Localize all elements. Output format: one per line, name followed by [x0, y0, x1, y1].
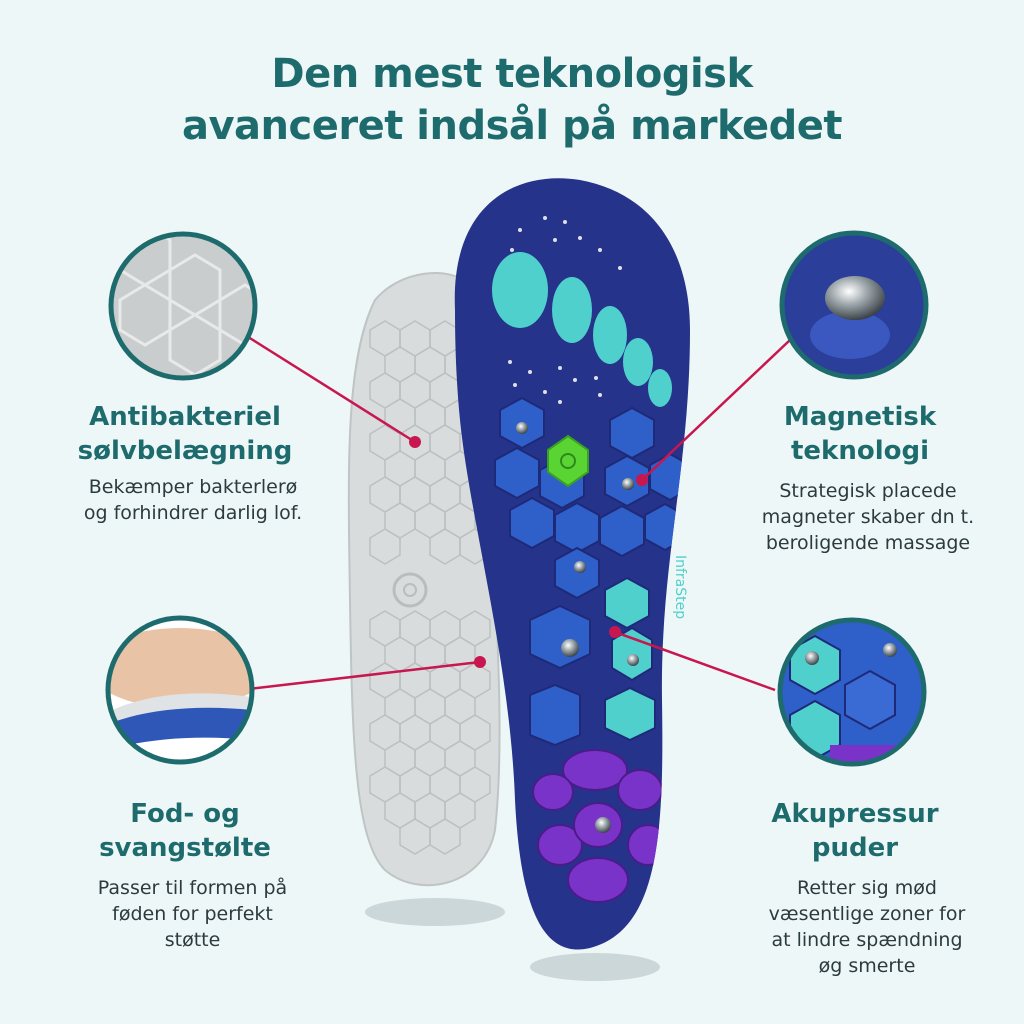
magnetic-desc-line-2: magneter skaber dn t. [761, 506, 975, 528]
detail-magnetic [779, 230, 929, 380]
detail-antibacterial [108, 231, 258, 381]
toe-pad-2 [552, 277, 592, 343]
antibacterial-desc-line-1: Bekæmper bakterlerø [88, 476, 298, 498]
antibacterial-title-line-1: Antibakteriel [89, 402, 281, 432]
arch-title-line-1: Fod- og [130, 799, 240, 829]
magnetic-title-line-2: teknologi [790, 436, 930, 466]
acupressure-title-line-1: Akupressur [771, 799, 939, 829]
toe-pad-5 [648, 369, 672, 407]
connector-lines [239, 333, 791, 692]
detail-arch [105, 615, 255, 765]
magnetic-desc-line-1: Strategisk placede [779, 480, 957, 502]
toe-pad-big [492, 252, 548, 328]
acupressure-title-line-2: puder [811, 833, 899, 863]
arch-desc-line-3: støtte [164, 929, 221, 951]
arch-title-line-2: svangstølte [99, 833, 271, 863]
magnet-3-icon [574, 561, 586, 573]
green-badge-icon [547, 434, 589, 488]
toe-pad-4 [623, 338, 653, 386]
acupressure-desc-line-4: øg smerte [818, 955, 916, 977]
toe-pad-3 [593, 306, 627, 364]
connector-dot-acupressure [609, 626, 621, 638]
acupressure-desc-line-3: at lindre spændning [771, 929, 963, 951]
antibacterial-title: Antibakteriel sølvbelægning [60, 400, 310, 468]
acupressure-desc-line-2: væsentlige zoner for [768, 903, 966, 925]
bottom-sole-shadow [365, 898, 505, 926]
headline-line-2: avanceret indsål på markedet [181, 103, 843, 149]
arch-title: Fod- og svangstølte [70, 797, 300, 865]
acupressure-description: Retter sig mød væsentlige zoner for at l… [722, 875, 1012, 979]
magnetic-description: Strategisk placede magneter skaber dn t.… [728, 478, 1008, 556]
magnetic-desc-line-3: beroligende massage [765, 532, 971, 554]
headline: Den mest teknologisk avanceret indsål på… [0, 48, 1024, 152]
detail-acupressure [777, 617, 927, 767]
connector-dot-arch [474, 656, 486, 668]
magnet-2-icon [622, 478, 634, 490]
acupressure-title: Akupressur puder [735, 797, 975, 865]
antibacterial-title-line-2: sølvbelægning [77, 436, 293, 466]
magnetic-title-line-1: Magnetisk [783, 402, 937, 432]
magnet-6-icon [595, 817, 611, 833]
insole-brand-label: InfraStep [672, 555, 688, 619]
sole-logo-emblem-icon [392, 572, 428, 608]
magnet-5-icon [627, 654, 639, 666]
arch-description: Passer til formen på føden for perfekt s… [50, 875, 335, 953]
arch-desc-line-1: Passer til formen på [97, 877, 288, 899]
arch-desc-line-2: føden for perfekt [112, 903, 273, 925]
magnet-4-icon [561, 639, 579, 657]
connector-dot-antibacterial [409, 436, 421, 448]
top-insole-shadow [530, 953, 660, 981]
headline-line-1: Den mest teknologisk [271, 51, 753, 97]
antibacterial-desc-line-2: og forhindrer darlig lof. [83, 502, 303, 524]
magnetic-title: Magnetisk teknologi [745, 400, 975, 468]
acupressure-desc-line-1: Retter sig mød [797, 877, 937, 899]
magnet-1-icon [516, 422, 528, 434]
connector-dot-magnetic [636, 474, 648, 486]
magnet-closeup-icon [825, 276, 885, 320]
antibacterial-description: Bekæmper bakterlerø og forhindrer darlig… [48, 474, 338, 526]
